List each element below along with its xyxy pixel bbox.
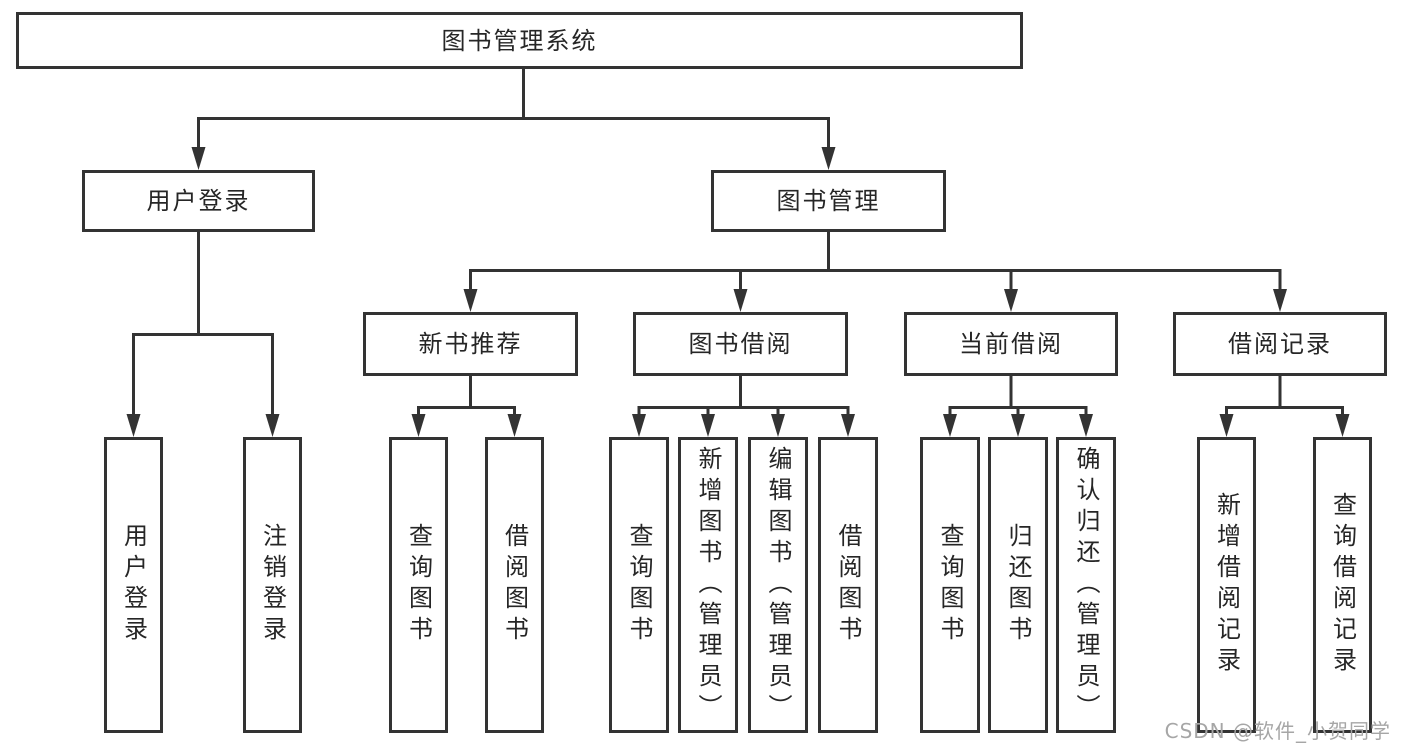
leaf-query-books-borrow: 查询图书 (609, 437, 669, 733)
node-user-login: 用户登录 (82, 170, 315, 232)
node-library-management-system: 图书管理系统 (16, 12, 1023, 69)
leaf-query-books-current: 查询图书 (920, 437, 980, 733)
leaf-label: 新增图书（管理员） (694, 445, 722, 725)
leaf-query-borrow-record: 查询借阅记录 (1313, 437, 1372, 733)
leaf-label: 借阅图书 (500, 523, 529, 647)
leaf-label: 注销登录 (258, 523, 287, 647)
node-current-borrowing: 当前借阅 (904, 312, 1118, 376)
leaf-confirm-return-admin: 确认归还（管理员） (1056, 437, 1116, 733)
leaf-edit-book-admin: 编辑图书（管理员） (748, 437, 808, 733)
leaf-label: 编辑图书（管理员） (764, 445, 792, 725)
leaf-label: 借阅图书 (834, 523, 862, 647)
leaf-add-borrow-record: 新增借阅记录 (1197, 437, 1256, 733)
node-book-borrowing: 图书借阅 (633, 312, 848, 376)
leaf-label: 查询图书 (625, 523, 653, 647)
leaf-user-login: 用户登录 (104, 437, 163, 733)
node-borrowing-records: 借阅记录 (1173, 312, 1387, 376)
leaf-label: 确认归还（管理员） (1072, 445, 1100, 725)
leaf-logout: 注销登录 (243, 437, 302, 733)
watermark: CSDN @软件_小贺同学 (1164, 719, 1391, 743)
node-label: 当前借阅 (959, 330, 1063, 358)
leaf-borrow-books: 借阅图书 (818, 437, 878, 733)
node-label: 借阅记录 (1228, 330, 1332, 358)
leaf-label: 归还图书 (1004, 523, 1032, 647)
leaf-return-book: 归还图书 (988, 437, 1048, 733)
leaf-label: 新增借阅记录 (1212, 492, 1241, 678)
node-label: 图书借阅 (688, 330, 793, 358)
leaf-query-books-recommend: 查询图书 (389, 437, 448, 733)
leaf-add-book-admin: 新增图书（管理员） (678, 437, 738, 733)
node-label: 图书管理 (776, 187, 881, 215)
leaf-label: 用户登录 (119, 523, 148, 647)
node-label: 用户登录 (146, 187, 251, 215)
leaf-borrow-books-recommend: 借阅图书 (485, 437, 544, 733)
leaf-label: 查询图书 (404, 523, 433, 647)
node-label: 新书推荐 (418, 330, 523, 358)
leaf-label: 查询借阅记录 (1328, 492, 1357, 678)
node-book-management: 图书管理 (711, 170, 946, 232)
node-new-book-recommend: 新书推荐 (363, 312, 578, 376)
leaf-label: 查询图书 (936, 523, 964, 647)
node-label: 图书管理系统 (441, 26, 598, 55)
